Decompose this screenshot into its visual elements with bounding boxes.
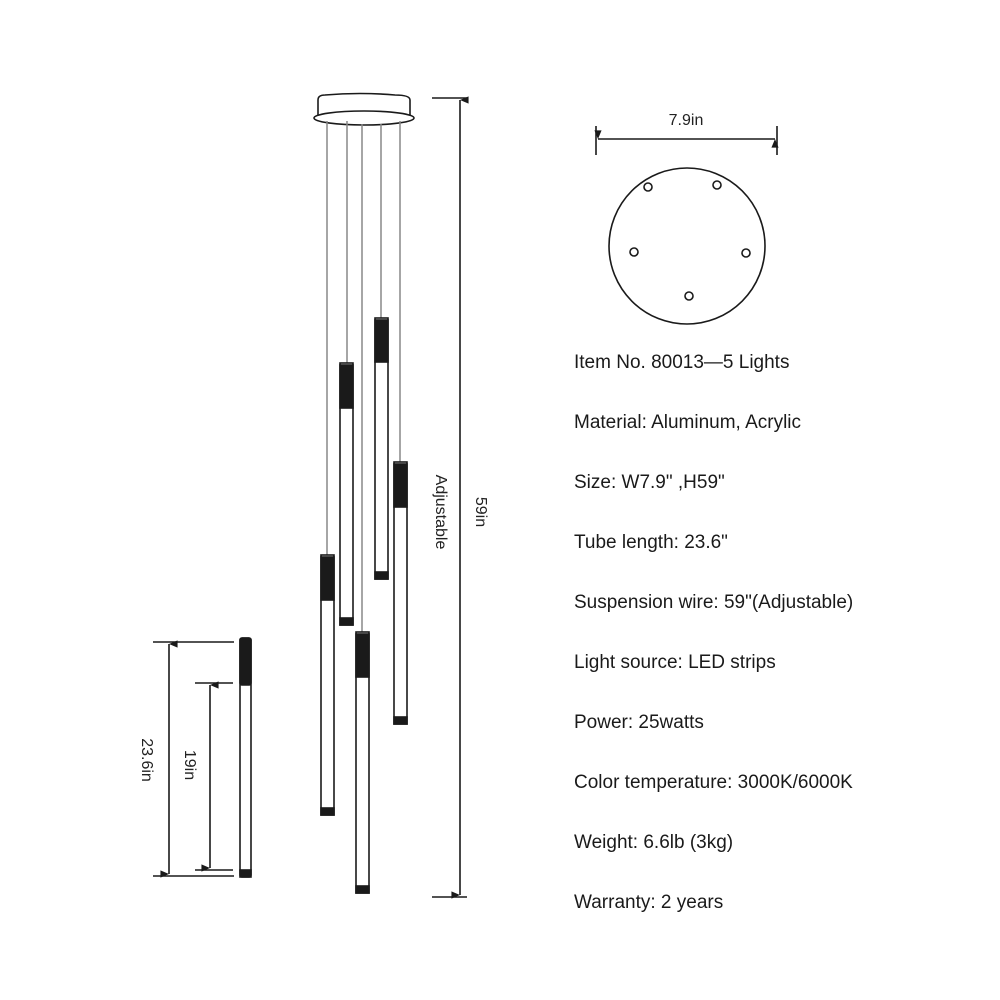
- light-length-label: 19in: [181, 750, 198, 780]
- canopy: [313, 92, 415, 126]
- height-dimension: [432, 96, 469, 899]
- spec-suspension-wire: Suspension wire: 59"(Adjustable): [574, 592, 854, 613]
- canopy-top-view: [608, 167, 766, 325]
- suspension-wires: [326, 121, 401, 632]
- height-label: 59in: [472, 497, 489, 527]
- spec-power: Power: 25watts: [574, 712, 704, 733]
- spec-weight: Weight: 6.6lb (3kg): [574, 832, 734, 853]
- spec-size: Size: W7.9" ,H59": [574, 472, 725, 493]
- width-label: 7.9in: [669, 112, 704, 129]
- tube-4: [374, 317, 389, 580]
- width-dimension: [594, 126, 779, 155]
- tube-length-label: 23.6in: [138, 738, 155, 782]
- spec-warranty: Warranty: 2 years: [574, 892, 724, 913]
- tube-5: [393, 461, 408, 725]
- adjustable-label: Adjustable: [432, 475, 449, 550]
- tube-1: [320, 554, 335, 816]
- tube-2: [339, 362, 354, 626]
- spec-color-temperature: Color temperature: 3000K/6000K: [574, 772, 853, 793]
- spec-item-no: Item No. 80013—5 Lights: [574, 352, 790, 373]
- spec-light-source: Light source: LED strips: [574, 652, 776, 673]
- tube-detail: [153, 637, 252, 878]
- spec-tube-length: Tube length: 23.6": [574, 532, 728, 553]
- tube-3: [355, 631, 370, 894]
- tubes: [320, 317, 408, 894]
- spec-material: Material: Aluminum, Acrylic: [574, 412, 802, 433]
